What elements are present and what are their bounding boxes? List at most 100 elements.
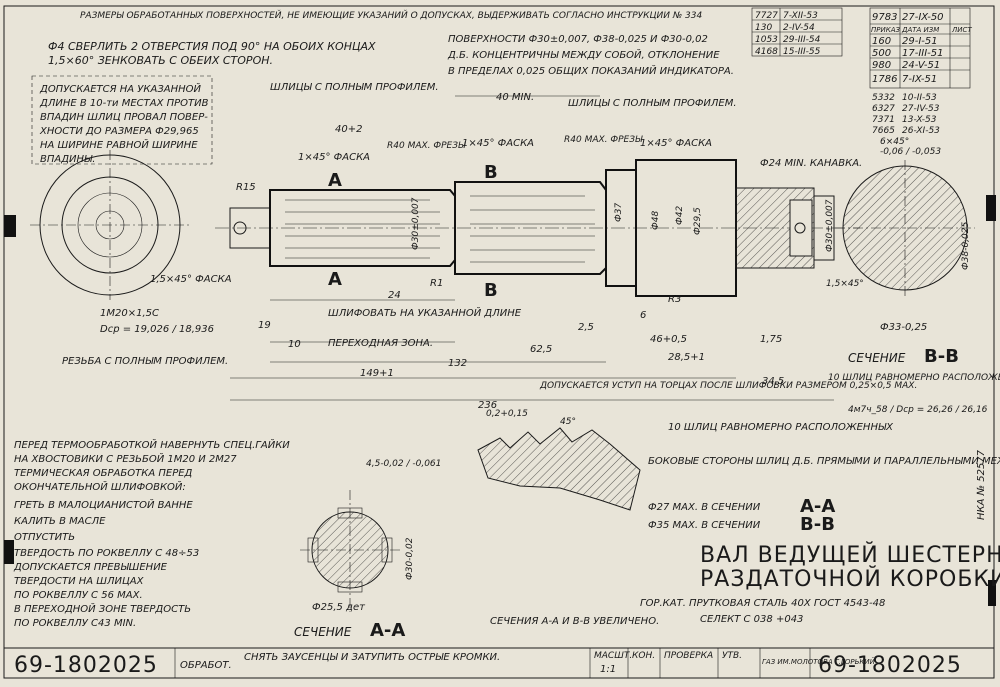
log-cell: 4168 xyxy=(755,47,778,57)
heat-line: ТВЕРДОСТЬ ПО РОКВЕЛЛУ С 48÷53 xyxy=(14,548,199,559)
left-note-line: ДОПУСКАЕТСЯ НА УКАЗАННОЙ xyxy=(39,82,201,95)
aa-d25: Ф25,5 дет xyxy=(312,602,366,613)
log-cell: 7-XII-53 xyxy=(783,11,818,21)
log-cell: 27-IX-50 xyxy=(902,12,944,23)
left-note-line: ВПАДИН ШЛИЦ ПРОВАЛ ПОВЕР- xyxy=(40,112,208,123)
chamfer-label-a: 1×45° ФАСКА xyxy=(298,152,370,163)
log-cell: 24-V-51 xyxy=(902,60,940,71)
punch-mark-right-bottom xyxy=(988,580,996,606)
section-aa-caption: СЕЧЕНИЕ xyxy=(294,625,352,639)
log-cell: 5332 xyxy=(872,93,895,103)
r40-label-a: R40 MAX. ФРЕЗЫ xyxy=(387,141,466,151)
log-cell: 500 xyxy=(872,48,891,59)
r15-label: R15 xyxy=(236,182,256,193)
part-number-right: 69-1802025 xyxy=(818,653,962,678)
change-log-left-table: 7727 7-XII-53 130 2-IV-54 1053 29-III-54… xyxy=(751,7,843,57)
dim-d38: Ф38-0,025 xyxy=(961,222,971,270)
heat-line: ПО РОКВЕЛЛУ С 56 MAX. xyxy=(14,590,143,601)
dim-d30-a: Ф30±0,007 xyxy=(411,197,421,250)
drill-note-2: 1,5×60° ЗЕНКОВАТЬ С ОБЕИХ СТОРОН. xyxy=(48,54,273,67)
heat-line: ТЕРМИЧЕСКАЯ ОБРАБОТКА ПЕРЕД xyxy=(14,468,193,479)
aa-d30: Ф30-0,02 xyxy=(405,537,415,580)
dimension-chain: 24 19 10 132 149+1 236 62,5 2,5 6 46+0,5… xyxy=(230,137,941,411)
heat-line: КАЛИТЬ В МАСЛЕ xyxy=(14,516,106,527)
log-cell: 1786 xyxy=(872,74,897,85)
dim-d37: Ф37 xyxy=(614,203,624,222)
dim-d30-b: Ф30±0,007 xyxy=(825,199,835,252)
scale-label: МАСШТ. xyxy=(594,651,632,661)
heat-line: В ПЕРЕХОДНОЙ ЗОНЕ ТВЕРДОСТЬ xyxy=(14,602,191,615)
tol-45: 45° xyxy=(560,417,576,427)
heat-line: ОТПУСТИТЬ xyxy=(14,532,75,543)
title-block-text: ВАЛ ВЕДУЩЕЙ ШЕСТЕРНИ РАЗДАТОЧНОЙ КОРОБКИ… xyxy=(640,542,1000,625)
title-line-1: ВАЛ ВЕДУЩЕЙ ШЕСТЕРНИ xyxy=(700,542,1000,568)
ten-splines-label-b: 10 ШЛИЦ РАВНОМЕРНО РАСПОЛОЖЕННЫХ xyxy=(668,422,894,433)
spline-spec-right: 10 ШЛИЦ РАВНОМЕРНО РАСПОЛОЖЕННЫХ. 4м7ч_5… xyxy=(828,373,1000,415)
log-cell: 130 xyxy=(755,23,772,33)
title-line-2: РАЗДАТОЧНОЙ КОРОБКИ. xyxy=(700,566,1000,592)
log-cell: 2-IV-54 xyxy=(783,23,815,33)
d27-label: Ф27 MAX. В СЕЧЕНИИ xyxy=(648,502,761,513)
d35-section-bb: В-В xyxy=(800,514,835,535)
section-aa-view: 4,5-0,02 / -0,061 Ф30-0,02 Ф25,5 дет СЕЧ… xyxy=(294,459,441,641)
dim-625: 62,5 xyxy=(530,344,552,355)
section-bb-marker: В-В xyxy=(924,346,959,367)
section-bb-caption: СЕЧЕНИЕ xyxy=(848,351,906,365)
process-label: ОБРАБОТ. xyxy=(180,660,232,671)
process-text: СНЯТЬ ЗАУСЕНЦЫ И ЗАТУПИТЬ ОСТРЫЕ КРОМКИ. xyxy=(244,652,500,663)
dim-r1: R1 xyxy=(430,278,443,289)
shaft-elevation xyxy=(215,159,860,297)
dim-10: 10 xyxy=(288,339,301,350)
spline-tooth-detail: 0,2+0,15 45° 10 ШЛИЦ РАВНОМЕРНО РАСПОЛОЖ… xyxy=(477,409,1000,627)
aa-chamfer: 4,5-0,02 / -0,061 xyxy=(366,459,441,469)
punch-mark-right-top xyxy=(986,195,996,221)
dim-chamfer-6x: 6×45° xyxy=(880,137,909,147)
log-cell: 17-III-51 xyxy=(902,48,944,59)
dim-25: 2,5 xyxy=(578,322,594,333)
log-cell: 10-II-53 xyxy=(902,93,937,103)
spline-dim-label: 4м7ч_58 / Dср = 26,26 / 26,16 xyxy=(848,405,988,415)
heat-line: ПО РОКВЕЛЛУ С43 MIN. xyxy=(14,618,136,629)
left-note-line: ВПАДИНЫ. xyxy=(40,154,95,165)
punch-mark-left-bottom xyxy=(4,540,14,564)
thread-full-profile: РЕЗЬБА С ПОЛНЫМ ПРОФИЛЕМ. xyxy=(62,356,228,367)
grind-note: ШЛИФОВАТЬ НА УКАЗАННОЙ ДЛИНЕ xyxy=(328,306,522,319)
dim-d295: Ф29,5 xyxy=(693,207,703,235)
dim-chamfer-6x-tol: -0,06 / -0,053 xyxy=(880,147,941,157)
left-note-text: ДОПУСКАЕТСЯ НА УКАЗАННОЙ ДЛИНЕ В 10-ти М… xyxy=(39,82,209,165)
chamfer-15-label: 1,5×45° ФАСКА xyxy=(150,274,232,285)
splines-label-2: ШЛИЦЫ С ПОЛНЫМ ПРОФИЛЕМ. xyxy=(568,98,737,109)
control-label: КОН. xyxy=(632,651,655,661)
dim-d33: Ф33-0,25 xyxy=(880,322,927,333)
inventory-seal: НКА № 52577 xyxy=(976,449,987,520)
ten-splines-label-a: 10 ШЛИЦ РАВНОМЕРНО РАСПОЛОЖЕННЫХ. xyxy=(828,373,1000,383)
log-header: ЛИСТ xyxy=(951,26,972,34)
dim-149: 149+1 xyxy=(360,368,394,379)
material-spec: ГОР.КАТ. ПРУТКОВАЯ СТАЛЬ 40Х ГОСТ 4543-4… xyxy=(640,598,885,609)
heat-line: НА ХВОСТОВИКИ С РЕЗЬБОЙ 1М20 И 2М27 xyxy=(14,452,237,465)
sheet-border xyxy=(3,5,995,679)
runout-note-3: В ПРЕДЕЛАХ 0,025 ОБЩИХ ПОКАЗАНИЙ ИНДИКАТ… xyxy=(448,64,734,77)
log-cell: 15-III-55 xyxy=(783,47,821,57)
dim-r3: R3 xyxy=(668,294,681,305)
runout-note-2: Д.Б. КОНЦЕНТРИЧНЫ МЕЖДУ СОБОЙ, ОТКЛОНЕНИ… xyxy=(447,48,720,61)
tol-02: 0,2+0,15 xyxy=(486,409,528,419)
change-log-right-table: 9783 27-IX-50 ПРИКАЗ ДАТА ИЗМ ЛИСТ 160 2… xyxy=(869,7,972,89)
dim-285: 28,5+1 xyxy=(668,352,705,363)
section-marker-a-top: А xyxy=(328,170,342,191)
section-marker-a-bottom: А xyxy=(328,269,342,290)
left-note-box xyxy=(31,75,213,165)
thread-spec: 1M20×1,5C xyxy=(100,308,159,319)
log-cell: 7371 xyxy=(872,115,895,125)
scale-value: 1:1 xyxy=(600,664,616,675)
dim-24: 24 xyxy=(388,290,401,301)
dim-chamfer-15b: 1,5×45° xyxy=(826,279,864,289)
log-cell: 6327 xyxy=(872,104,895,114)
left-note-line: ХНОСТИ ДО РАЗМЕРА Ф29,965 xyxy=(39,126,199,137)
transition-zone-label: ПЕРЕХОДНАЯ ЗОНА. xyxy=(328,338,433,349)
log-cell: 7-IX-51 xyxy=(902,74,937,85)
end-view-left xyxy=(30,150,190,300)
dim-d48: Ф48 xyxy=(651,211,661,230)
